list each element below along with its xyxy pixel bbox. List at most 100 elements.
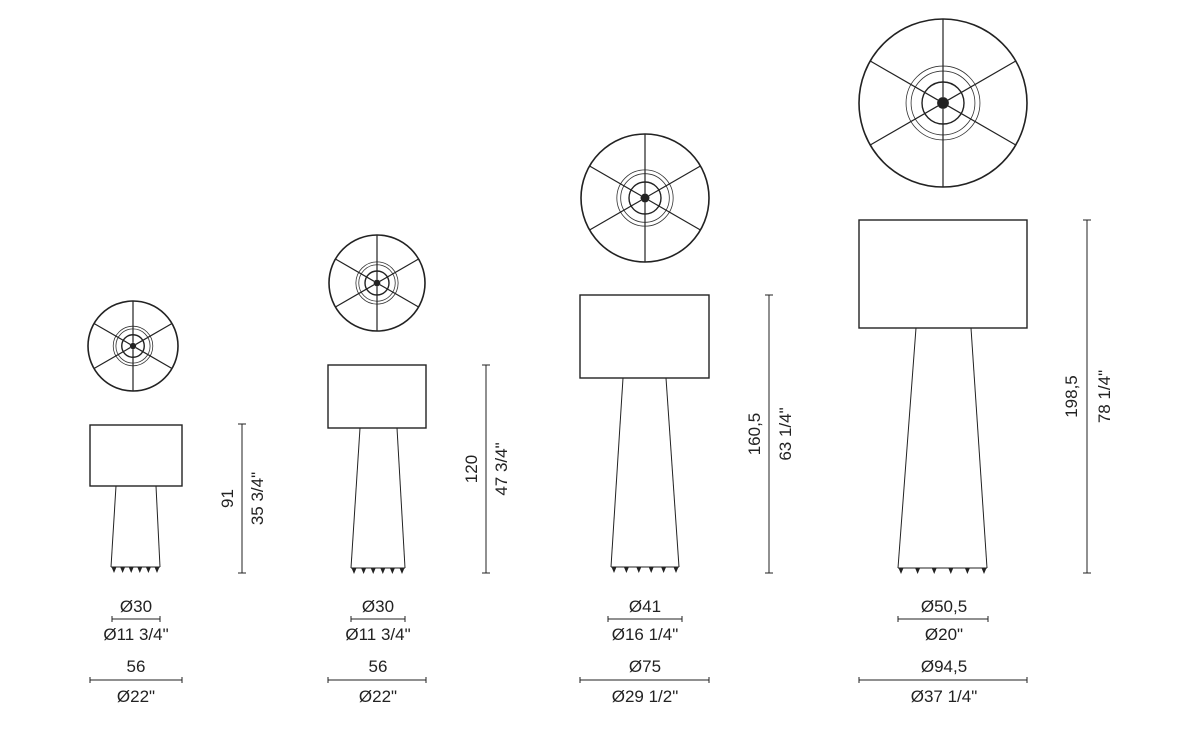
lamp-foot xyxy=(380,568,386,574)
lamp-foot xyxy=(915,568,921,574)
spoke xyxy=(648,199,701,231)
lamp-foot xyxy=(931,568,937,574)
spoke xyxy=(947,105,1017,146)
base-in-label: Ø20" xyxy=(925,625,963,644)
stem-right-edge xyxy=(665,377,680,568)
height-cm-label: 160,5 xyxy=(745,413,764,456)
stem-right-edge xyxy=(396,427,406,569)
shade-cm-label: Ø94,5 xyxy=(921,657,967,676)
lamp-top-view xyxy=(328,234,426,332)
stem-left-edge xyxy=(110,485,117,568)
lamp-foot xyxy=(120,567,126,573)
lamp-foot xyxy=(648,567,654,573)
lamp-top-view xyxy=(858,18,1028,188)
height-dimension: 91 35 3/4" xyxy=(218,423,267,574)
spoke xyxy=(869,60,939,101)
lamp-side-view xyxy=(327,364,427,574)
lamp-foot xyxy=(611,567,617,573)
lamp-foot xyxy=(661,567,667,573)
base-cm-label: Ø41 xyxy=(629,597,661,616)
height-in-label: 47 3/4" xyxy=(492,442,511,495)
center-hub xyxy=(373,279,381,287)
height-dimension: 160,5 63 1/4" xyxy=(745,294,795,574)
spoke xyxy=(335,284,375,308)
lamp-shade xyxy=(858,219,1028,329)
shade-cm-label: Ø75 xyxy=(629,657,661,676)
spoke xyxy=(379,258,419,282)
lamp-shade xyxy=(327,364,427,429)
spoke xyxy=(135,347,173,370)
stem-right-edge xyxy=(155,485,161,568)
height-cm-label: 91 xyxy=(218,489,237,508)
center-hub xyxy=(640,193,650,203)
base-in-label: Ø11 3/4" xyxy=(345,625,410,644)
lamp-foot xyxy=(361,568,367,574)
lamp-foot xyxy=(898,568,904,574)
stem-left-edge xyxy=(897,327,917,569)
height-in-label: 63 1/4" xyxy=(776,407,795,460)
lamp-foot xyxy=(154,567,160,573)
height-cm-label: 120 xyxy=(462,455,481,483)
spoke xyxy=(93,322,131,345)
height-in-label: 35 3/4" xyxy=(248,472,267,525)
height-in-label: 78 1/4" xyxy=(1095,370,1114,423)
stem-right-edge xyxy=(970,327,988,569)
lamp-foot xyxy=(389,568,395,574)
lamp-side-view xyxy=(89,424,183,573)
height-cm-label: 198,5 xyxy=(1062,375,1081,418)
lamp-foot xyxy=(948,568,954,574)
center-hub xyxy=(129,342,137,350)
shade-cm-label: 56 xyxy=(369,657,388,676)
lamp-foot xyxy=(351,568,357,574)
height-dimension: 120 47 3/4" xyxy=(462,364,511,574)
stem-left-edge xyxy=(350,427,361,569)
lamp-foot xyxy=(964,568,970,574)
lamp-side-view xyxy=(858,219,1028,574)
lamp-foot xyxy=(981,568,987,574)
lamp-top-view xyxy=(87,300,179,392)
lamp-shade xyxy=(89,424,183,487)
lamp-foot xyxy=(137,567,143,573)
base-in-label: Ø11 3/4" xyxy=(103,625,168,644)
shade-in-label: Ø37 1/4" xyxy=(911,687,978,706)
spoke xyxy=(947,60,1017,101)
lamp-shade xyxy=(579,294,710,379)
base-cm-label: Ø30 xyxy=(120,597,152,616)
spoke xyxy=(589,165,642,197)
lamp-foot xyxy=(370,568,376,574)
lamp-foot xyxy=(673,567,679,573)
spoke xyxy=(869,105,939,146)
lamp-top-view xyxy=(580,133,710,263)
height-dimension: 198,5 78 1/4" xyxy=(1062,219,1114,574)
base-cm-label: Ø50,5 xyxy=(921,597,967,616)
spoke xyxy=(335,258,375,282)
base-cm-label: Ø30 xyxy=(362,597,394,616)
center-hub xyxy=(937,97,949,109)
lamp-foot xyxy=(399,568,405,574)
spoke xyxy=(379,284,419,308)
shade-in-label: Ø29 1/2" xyxy=(612,687,679,706)
base-in-label: Ø16 1/4" xyxy=(612,625,679,644)
lamp-side-view xyxy=(579,294,710,573)
lamp-foot xyxy=(111,567,117,573)
spoke xyxy=(589,199,642,231)
spoke xyxy=(648,165,701,197)
stem-left-edge xyxy=(610,377,624,568)
lamp-foot xyxy=(145,567,151,573)
spoke xyxy=(93,347,131,370)
lamp-foot xyxy=(128,567,134,573)
lamp-foot xyxy=(636,567,642,573)
